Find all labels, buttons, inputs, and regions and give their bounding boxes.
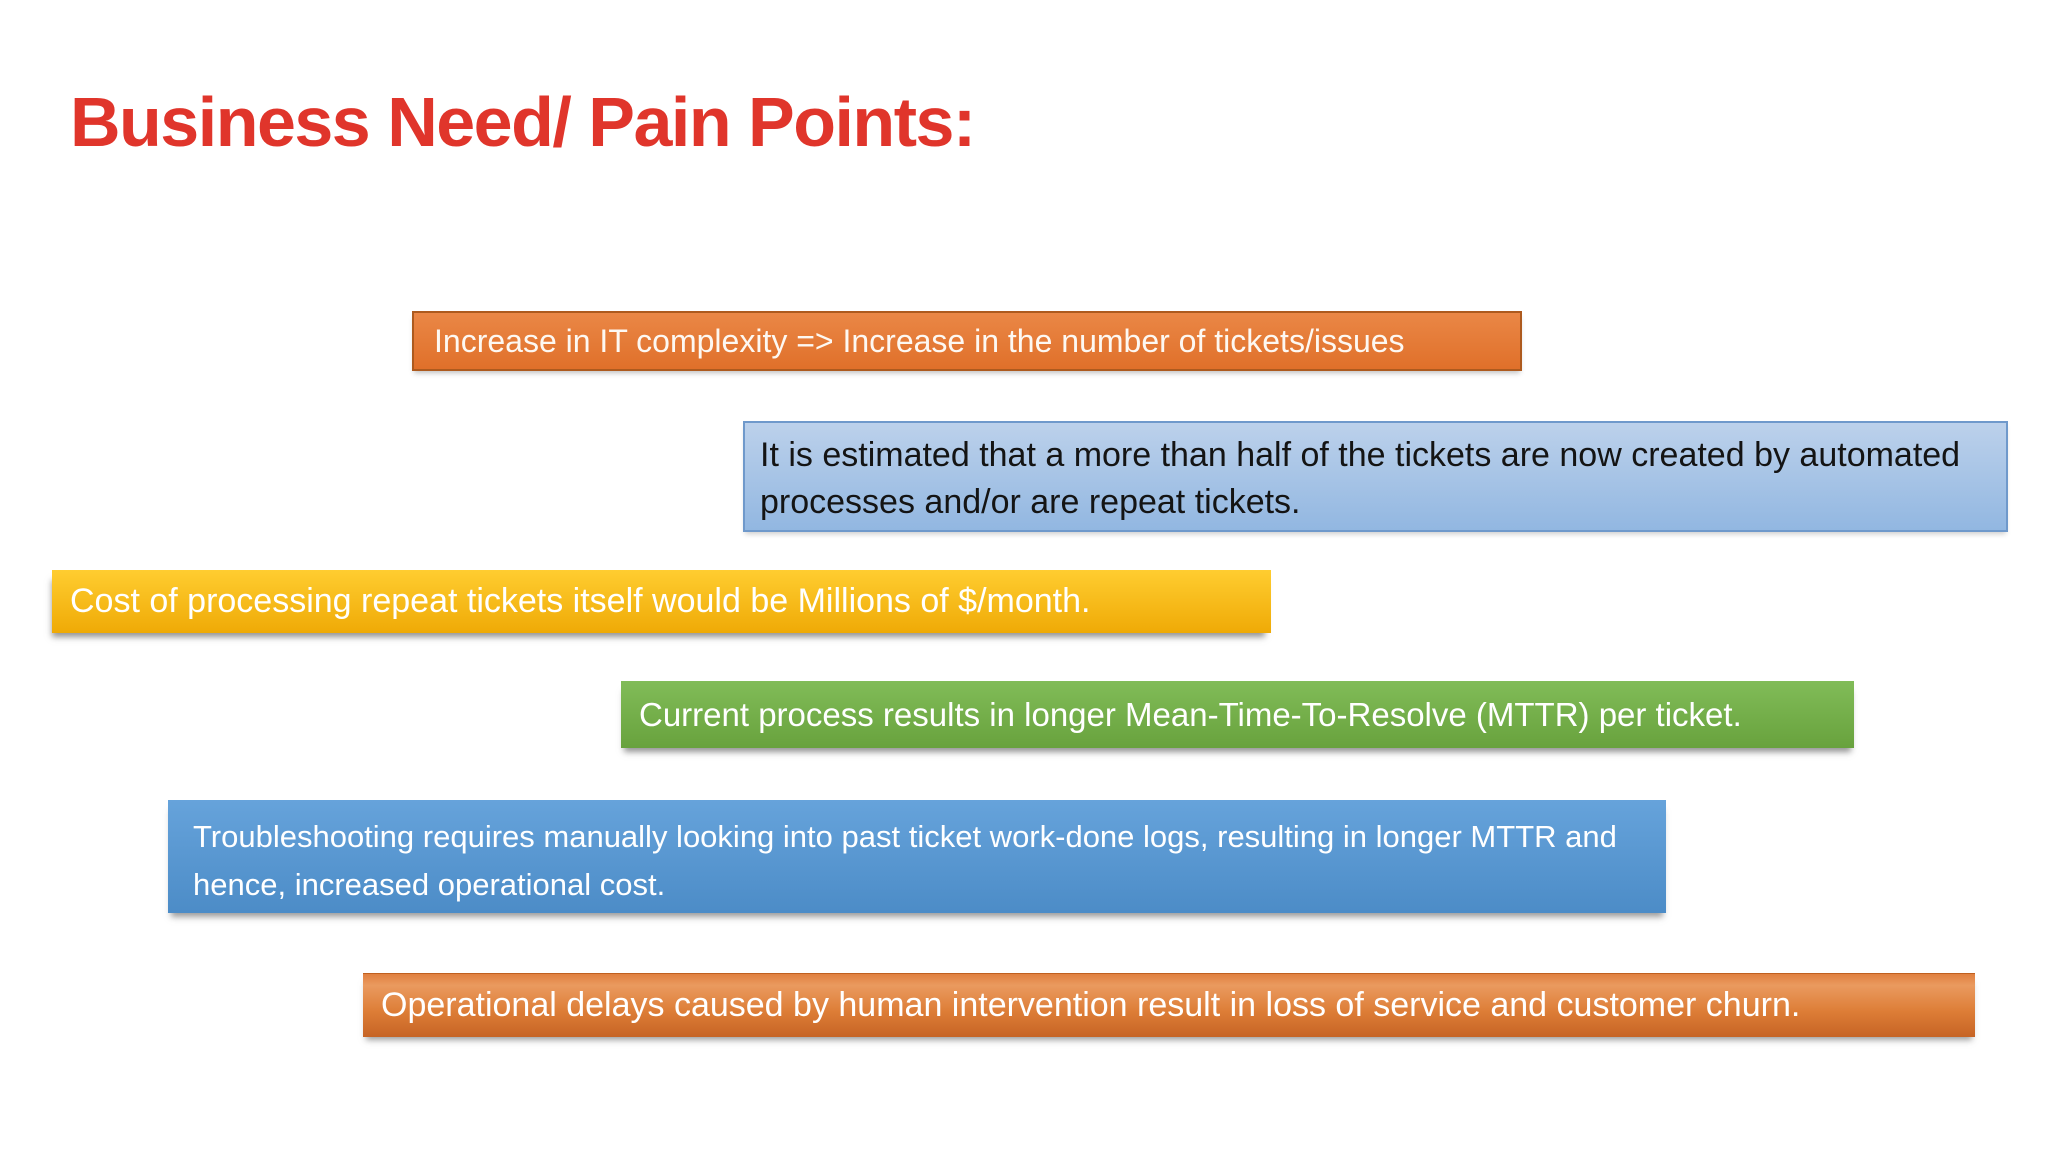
- pain-point-text: Increase in IT complexity => Increase in…: [434, 322, 1405, 359]
- pain-point-box-troubleshooting-manual: Troubleshooting requires manually lookin…: [168, 800, 1666, 913]
- pain-point-text: Operational delays caused by human inter…: [381, 986, 1801, 1024]
- pain-point-text: Current process results in longer Mean-T…: [639, 695, 1742, 733]
- pain-point-box-operational-delays: Operational delays caused by human inter…: [363, 973, 1975, 1037]
- pain-point-box-cost-repeat-tickets: Cost of processing repeat tickets itself…: [52, 570, 1271, 633]
- pain-point-text: Troubleshooting requires manually lookin…: [193, 819, 1617, 902]
- pain-point-text: Cost of processing repeat tickets itself…: [70, 582, 1091, 620]
- pain-point-box-increase-complexity: Increase in IT complexity => Increase in…: [412, 311, 1522, 371]
- slide-title: Business Need/ Pain Points:: [70, 83, 976, 161]
- pain-point-box-longer-mttr: Current process results in longer Mean-T…: [621, 681, 1854, 748]
- pain-point-text: It is estimated that a more than half of…: [760, 436, 1961, 521]
- pain-point-box-automated-tickets: It is estimated that a more than half of…: [743, 421, 2008, 532]
